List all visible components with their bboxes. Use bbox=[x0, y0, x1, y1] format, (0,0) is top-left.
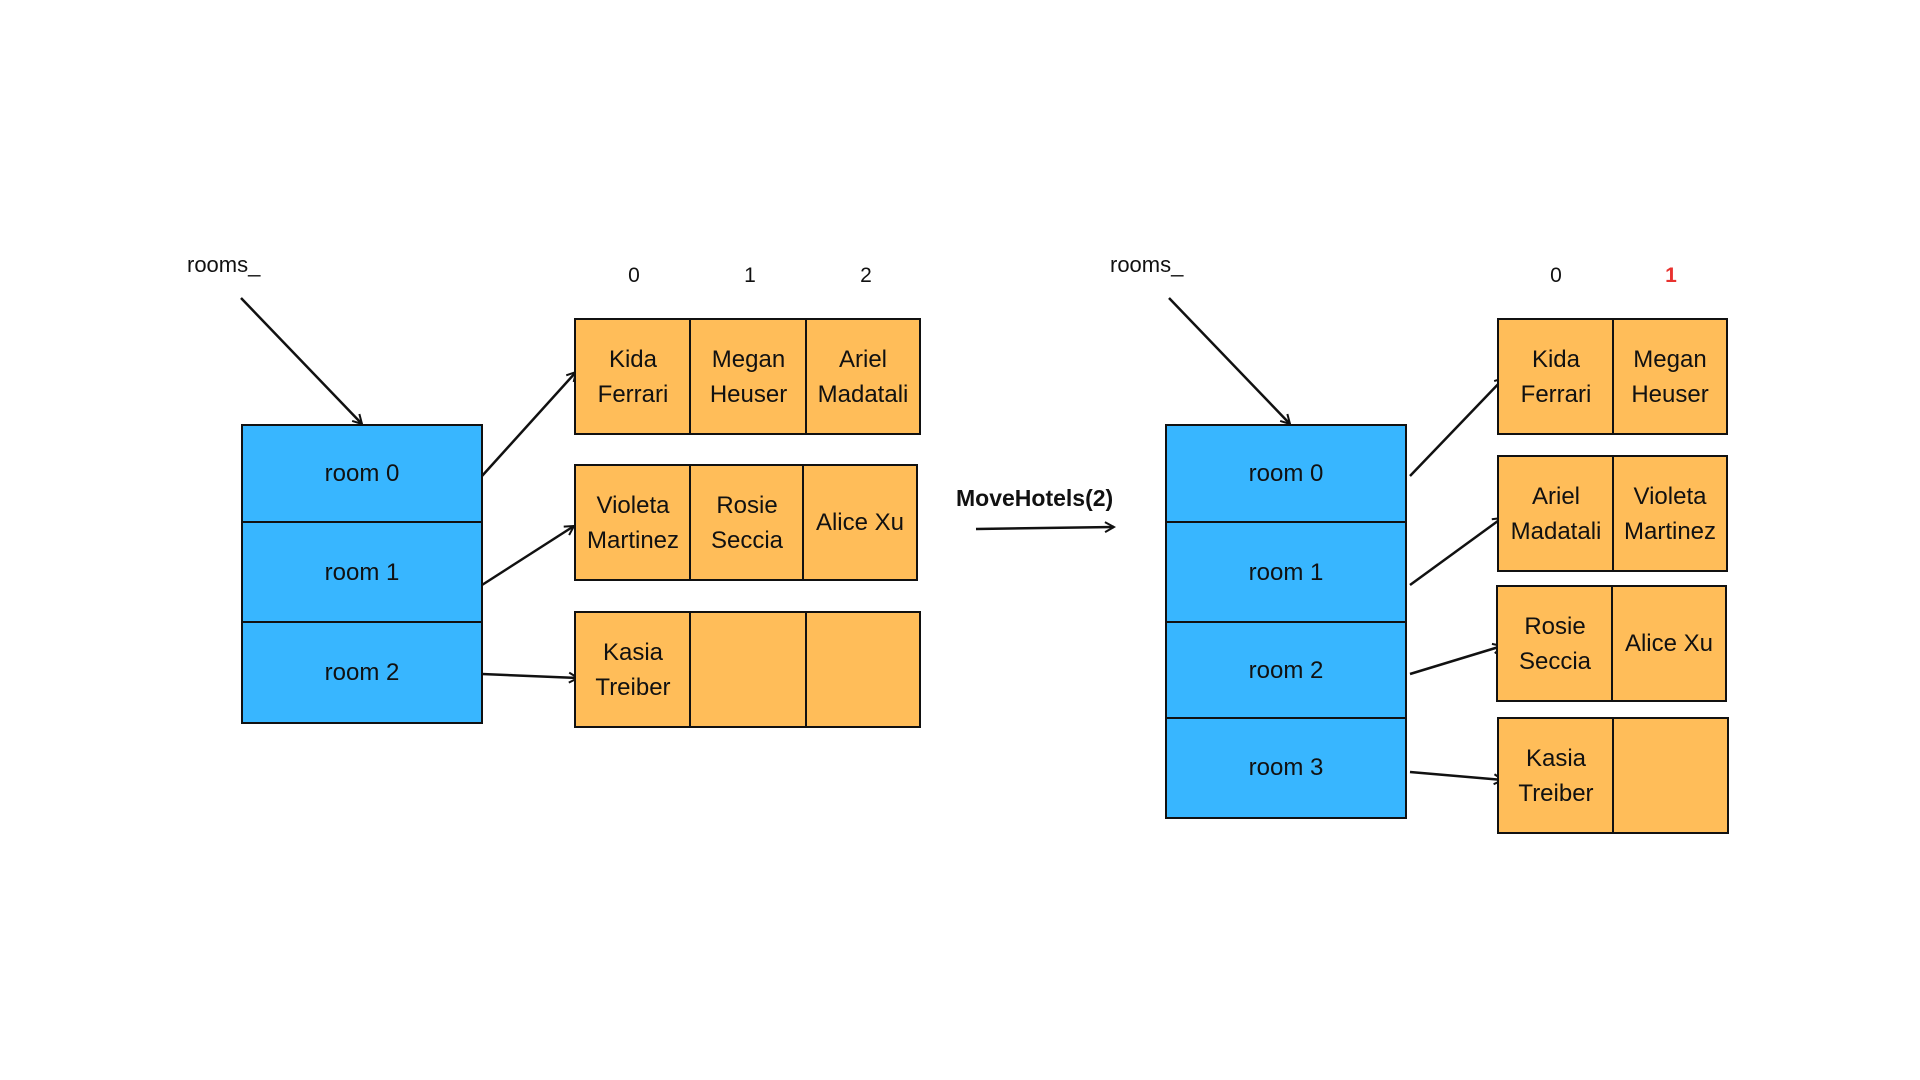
guest-cell: Kida Ferrari bbox=[574, 318, 692, 435]
pointer-arrow-right bbox=[1168, 297, 1290, 424]
room2-arrow-left bbox=[481, 674, 578, 678]
column-index: 2 bbox=[860, 264, 872, 287]
guest-cell: Ariel Madatali bbox=[1497, 455, 1615, 572]
operation-arrow bbox=[975, 527, 1114, 529]
column-index: 0 bbox=[628, 264, 640, 287]
guest-cell: Kasia Treiber bbox=[574, 611, 692, 728]
room-cell-1: room 1 bbox=[1165, 521, 1407, 624]
empty-cell bbox=[805, 611, 921, 728]
guest-cell: Ariel Madatali bbox=[805, 318, 921, 435]
guest-cell: Rosie Seccia bbox=[689, 464, 805, 581]
room-cell-0: room 0 bbox=[1165, 424, 1407, 524]
guest-cell: Alice Xu bbox=[1611, 585, 1727, 702]
operation-label: MoveHotels(2) bbox=[956, 485, 1114, 511]
guest-cell: Violeta Martinez bbox=[1612, 455, 1728, 572]
empty-cell bbox=[1612, 717, 1729, 834]
guest-cell: Kasia Treiber bbox=[1497, 717, 1615, 834]
guest-cell: Megan Heuser bbox=[689, 318, 808, 435]
room0-arrow-right bbox=[1409, 378, 1504, 477]
room0-arrow-left bbox=[481, 372, 576, 477]
room-cell-0: room 0 bbox=[241, 424, 483, 524]
rooms-pointer-label: rooms_ bbox=[187, 252, 261, 277]
pointer-arrow-left bbox=[240, 297, 362, 424]
room1-arrow-left bbox=[481, 526, 574, 587]
guest-cell: Kida Ferrari bbox=[1497, 318, 1615, 435]
room-cell-1: room 1 bbox=[241, 521, 483, 624]
room3-arrow-right bbox=[1409, 770, 1503, 780]
guest-cell: Alice Xu bbox=[802, 464, 918, 581]
room-cell-3: room 3 bbox=[1165, 717, 1407, 819]
rooms-pointer-label: rooms_ bbox=[1110, 252, 1184, 277]
column-index: 1 bbox=[744, 264, 756, 287]
column-index-highlighted: 1 bbox=[1665, 264, 1677, 287]
guest-cell: Rosie Seccia bbox=[1496, 585, 1614, 702]
room2-arrow-right bbox=[1409, 646, 1502, 676]
empty-cell bbox=[689, 611, 808, 728]
room1-arrow-right bbox=[1409, 518, 1502, 587]
guest-cell: Violeta Martinez bbox=[574, 464, 692, 581]
room-cell-2: room 2 bbox=[241, 621, 483, 724]
column-index: 0 bbox=[1550, 264, 1562, 287]
guest-cell: Megan Heuser bbox=[1612, 318, 1728, 435]
room-cell-2: room 2 bbox=[1165, 621, 1407, 720]
